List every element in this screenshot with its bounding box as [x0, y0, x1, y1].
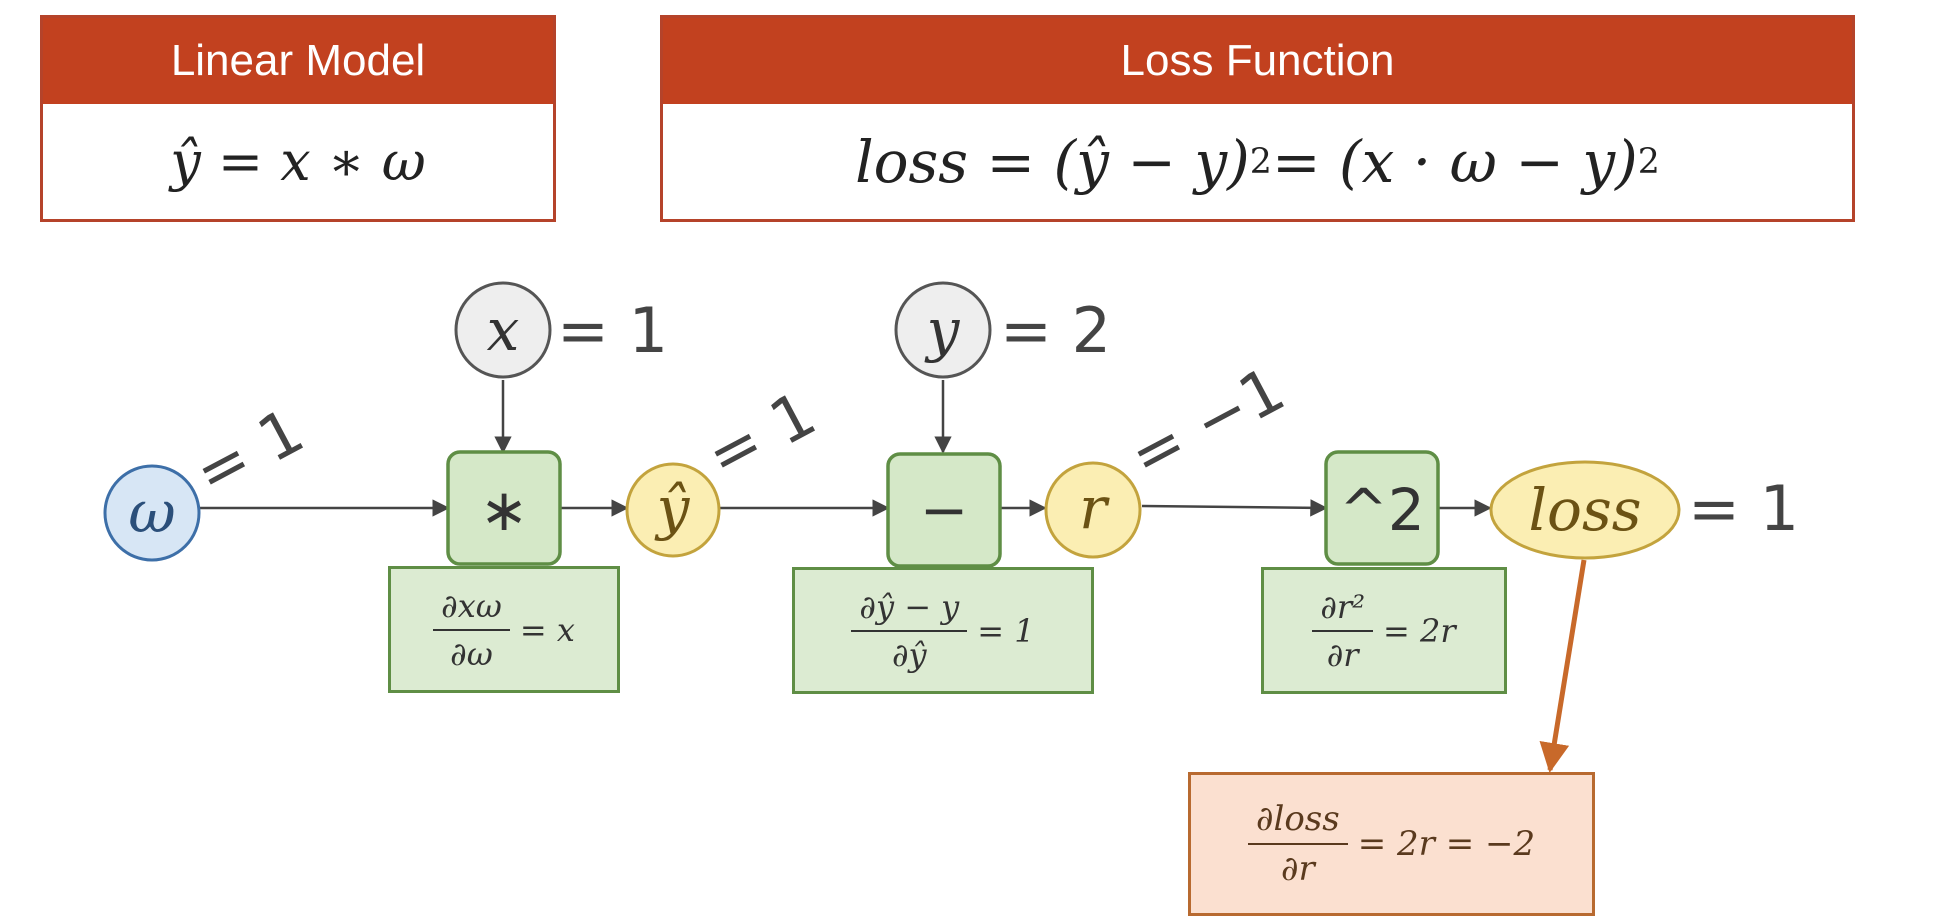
omega-edge-label: = 1	[183, 394, 315, 511]
y-node	[894, 281, 992, 379]
mul-derivative-numerator: ∂xω	[433, 587, 510, 631]
r-label: r	[1079, 474, 1110, 542]
sub-op-node	[886, 452, 1002, 568]
mul-op-node	[446, 450, 562, 566]
edge-r-to-square	[1141, 499, 1328, 517]
y-label: y	[924, 296, 961, 364]
mul-derivative-denominator: ∂ω	[450, 634, 493, 673]
loss-function-formula: loss = (ŷ − y)2= (x · ω − y)2	[663, 104, 1852, 219]
square-op-label: ^2	[1339, 476, 1425, 544]
square-op-node	[1324, 450, 1440, 566]
sub-derivative-box: ∂ŷ − y ∂ŷ = 1	[792, 567, 1094, 694]
loss-gradient-result: = 2r = −2	[1357, 824, 1536, 864]
loss-function-title: Loss Function	[663, 18, 1852, 104]
omega-node	[103, 464, 201, 562]
mul-derivative-box: ∂xω ∂ω = x	[388, 566, 620, 693]
square-derivative-box: ∂r² ∂r = 2r	[1261, 567, 1507, 694]
linear-model-panel: Linear Model ŷ = x ∗ ω	[40, 15, 556, 222]
linear-model-formula: ŷ = x ∗ ω	[170, 130, 426, 193]
mul-derivative-result: = x	[519, 610, 575, 649]
loss-formula-exp1: 2	[1249, 141, 1272, 182]
square-derivative-denominator: ∂r	[1326, 635, 1359, 674]
yhat-node	[625, 462, 721, 558]
loss-label: loss	[1529, 476, 1642, 544]
r-node	[1044, 461, 1142, 559]
sub-derivative-result: = 1	[977, 611, 1035, 650]
edge-loss-to-gradient	[1539, 559, 1587, 773]
r-edge-label: = −1	[1118, 352, 1296, 493]
loss-value: = 1	[1688, 472, 1799, 545]
sub-derivative-numerator: ∂ŷ − y	[851, 588, 968, 632]
omega-label: ω	[128, 478, 175, 546]
yhat-label: ŷ	[654, 474, 691, 542]
loss-formula-mid: = (x · ω − y)	[1271, 127, 1638, 196]
square-derivative-result: = 2r	[1383, 611, 1456, 650]
loss-gradient-box: ∂loss ∂r = 2r = −2	[1188, 772, 1595, 916]
sub-op-label: −	[920, 476, 969, 544]
x-label: x	[487, 296, 520, 364]
loss-node	[1489, 460, 1681, 560]
loss-formula-exp2: 2	[1637, 141, 1660, 182]
y-value: = 2	[1000, 294, 1111, 367]
x-value: = 1	[557, 294, 668, 367]
loss-formula-lhs: loss = (ŷ − y)	[855, 127, 1250, 196]
yhat-edge-label: = 1	[695, 377, 827, 494]
square-derivative-numerator: ∂r²	[1312, 588, 1374, 632]
loss-function-panel: Loss Function loss = (ŷ − y)2= (x · ω − …	[660, 15, 1855, 222]
x-node	[454, 281, 552, 379]
sub-derivative-denominator: ∂ŷ	[892, 635, 927, 674]
loss-gradient-denominator: ∂r	[1280, 849, 1315, 889]
linear-model-title: Linear Model	[43, 18, 553, 104]
mul-op-label: ∗	[480, 476, 529, 544]
loss-gradient-numerator: ∂loss	[1247, 799, 1348, 845]
